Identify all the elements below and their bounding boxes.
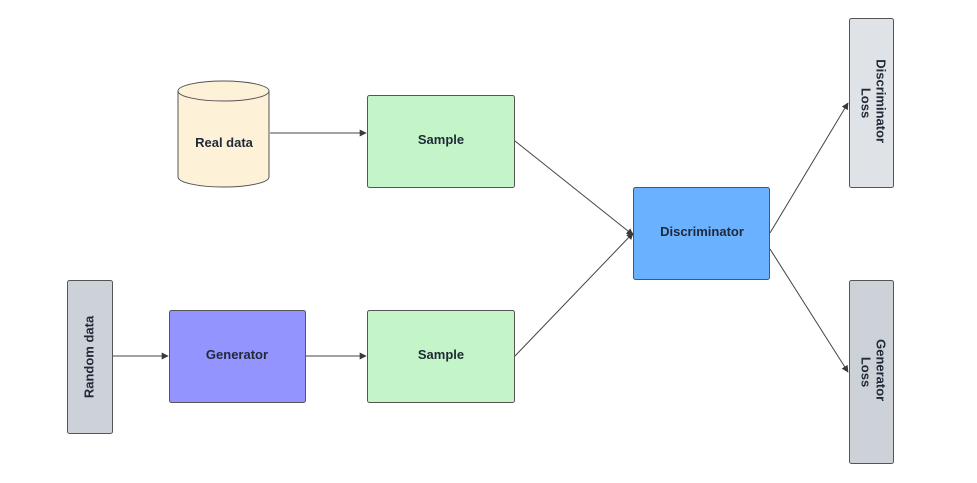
sample-bottom-box xyxy=(367,310,515,403)
generator-loss-label-line1: Generator xyxy=(874,339,889,401)
real-data-cylinder-top xyxy=(177,80,270,102)
random-data-label: Random data xyxy=(81,315,96,398)
discriminator-loss-label: Discriminator Loss xyxy=(859,59,889,146)
edge-sample-top-to-discriminator xyxy=(514,140,634,236)
discriminator-node[interactable]: Discriminator xyxy=(633,187,770,280)
discriminator-loss-label-line1: Discriminator xyxy=(874,59,889,143)
sample-bottom-label: Sample xyxy=(418,347,464,362)
sample-top-label: Sample xyxy=(418,132,464,147)
discriminator-loss-box xyxy=(849,18,894,188)
generator-loss-node[interactable]: Generator Loss xyxy=(849,280,894,464)
random-data-node[interactable]: Random data xyxy=(67,280,113,434)
sample-top-node[interactable]: Sample xyxy=(367,95,515,188)
real-data-cylinder-body xyxy=(177,91,270,188)
edge-sample-bottom-to-discriminator xyxy=(514,232,634,357)
random-data-box xyxy=(67,280,113,434)
edge-discriminator-to-generator-loss xyxy=(769,248,849,373)
generator-node[interactable]: Generator xyxy=(169,310,306,403)
generator-box xyxy=(169,310,306,403)
generator-loss-label: Generator Loss xyxy=(859,339,889,405)
edge-discriminator-to-discriminator-loss xyxy=(769,102,849,234)
edges xyxy=(113,102,849,373)
generator-loss-box xyxy=(849,280,894,464)
real-data-label: Real data xyxy=(195,135,254,150)
sample-top-box xyxy=(367,95,515,188)
discriminator-loss-node[interactable]: Discriminator Loss xyxy=(849,18,894,188)
discriminator-label: Discriminator xyxy=(660,224,744,239)
discriminator-loss-label-line2: Loss xyxy=(859,88,874,118)
generator-loss-label-line2: Loss xyxy=(859,357,874,387)
generator-label: Generator xyxy=(206,347,268,362)
real-data-node[interactable]: Real data xyxy=(177,80,270,188)
sample-bottom-node[interactable]: Sample xyxy=(367,310,515,403)
discriminator-box xyxy=(633,187,770,280)
